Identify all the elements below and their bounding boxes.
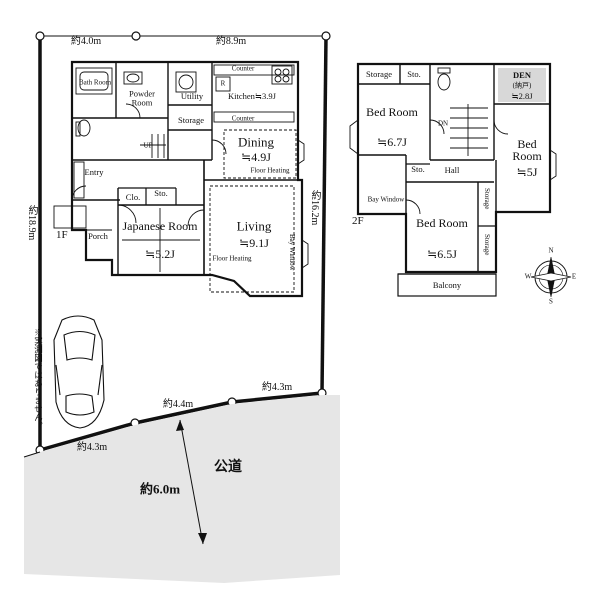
storage-side-2-label: Storage bbox=[483, 234, 491, 256]
second-floor-walls bbox=[356, 62, 552, 297]
powder-room-label: Powder Room bbox=[129, 88, 155, 107]
dining-floor-heating: Floor Heating bbox=[250, 166, 290, 175]
road-label: 公道 bbox=[214, 460, 242, 475]
site-dim-top-right: 約8.9m bbox=[215, 36, 247, 47]
compass-rose bbox=[530, 256, 572, 298]
living-label: Living bbox=[236, 218, 272, 234]
road-width: 約6.0m bbox=[139, 481, 181, 497]
bed-room-3-label: Bed Room bbox=[416, 216, 468, 230]
compass-north: N bbox=[548, 246, 554, 255]
dining-size: ≒4.9J bbox=[241, 150, 271, 164]
japanese-room-label: Japanese Room bbox=[122, 219, 198, 233]
parked-car bbox=[53, 315, 105, 429]
den-note: (納戸) bbox=[512, 81, 532, 90]
compass-east: E bbox=[571, 272, 577, 281]
site-dim-bottom-left: 約4.3m bbox=[76, 442, 108, 453]
site-dim-bottom-mid: 約4.4m bbox=[162, 399, 194, 410]
floor2-level: 2F bbox=[352, 215, 364, 227]
bed-room-3-size: ≒6.5J bbox=[427, 247, 457, 261]
bed-room-1-size: ≒6.7J bbox=[377, 135, 407, 149]
first-floor-fixtures bbox=[53, 64, 309, 293]
sto-2f-mid-label: Sto. bbox=[411, 163, 425, 174]
hall-label: Hall bbox=[444, 164, 460, 175]
kitchen-counter-top-label: Counter bbox=[231, 64, 255, 73]
bed-room-2-size: ≒5J bbox=[516, 165, 538, 179]
site-boundary bbox=[38, 35, 328, 452]
bed-room-1-label: Bed Room bbox=[366, 105, 418, 119]
den-size: ≒2.8J bbox=[511, 90, 533, 101]
first-floor-walls bbox=[70, 60, 304, 298]
compass-west: W bbox=[524, 272, 532, 281]
dining-label: Dining bbox=[237, 134, 275, 150]
site-dim-top-left: 約4.0m bbox=[70, 36, 102, 47]
storage-side-1-label: Storage bbox=[483, 188, 491, 210]
balcony-label: Balcony bbox=[432, 279, 462, 290]
site-dim-right: 約16.2m bbox=[309, 190, 320, 226]
sto-2f-top-label: Sto. bbox=[407, 68, 421, 79]
storage-small-label: Sto. bbox=[154, 187, 168, 198]
bed-room-2-label: Bed Room bbox=[512, 137, 542, 163]
living-floor-heating: Floor Heating bbox=[212, 254, 252, 263]
refrigerator-label: R bbox=[220, 79, 226, 88]
utility-label: Utility bbox=[180, 90, 204, 101]
bath-room-label: Bath Room bbox=[78, 78, 112, 87]
second-floor-fixtures bbox=[349, 67, 557, 297]
kitchen-label: Kitchen≒3.9J bbox=[228, 90, 276, 101]
closet-label: Clo. bbox=[125, 191, 141, 202]
stair-up-label: UP bbox=[143, 141, 153, 150]
living-size: ≒9.1J bbox=[239, 236, 269, 250]
road bbox=[23, 395, 340, 583]
site-dim-bottom-right: 約4.3m bbox=[261, 382, 293, 393]
disclaimer: ※実測図ではありません。 bbox=[33, 328, 44, 430]
site-dim-left: 約18.9m bbox=[26, 205, 37, 241]
entry-label: Entry bbox=[84, 166, 104, 177]
japanese-room-size: ≒5.2J bbox=[145, 247, 175, 261]
stair-dn-label: DN bbox=[437, 119, 449, 128]
storage-2f-label: Storage bbox=[366, 68, 392, 79]
kitchen-counter-bottom-label: Counter bbox=[231, 114, 255, 123]
bed-room-1-bay-window-label: Bay Window bbox=[367, 195, 405, 204]
den-label: DEN bbox=[513, 69, 531, 80]
floor1-level: 1F bbox=[56, 229, 68, 241]
living-bay-window-label: Bay Window bbox=[288, 234, 296, 271]
storage-label: Storage bbox=[178, 114, 204, 125]
compass-south: S bbox=[549, 297, 553, 306]
porch-label: Porch bbox=[88, 230, 108, 241]
